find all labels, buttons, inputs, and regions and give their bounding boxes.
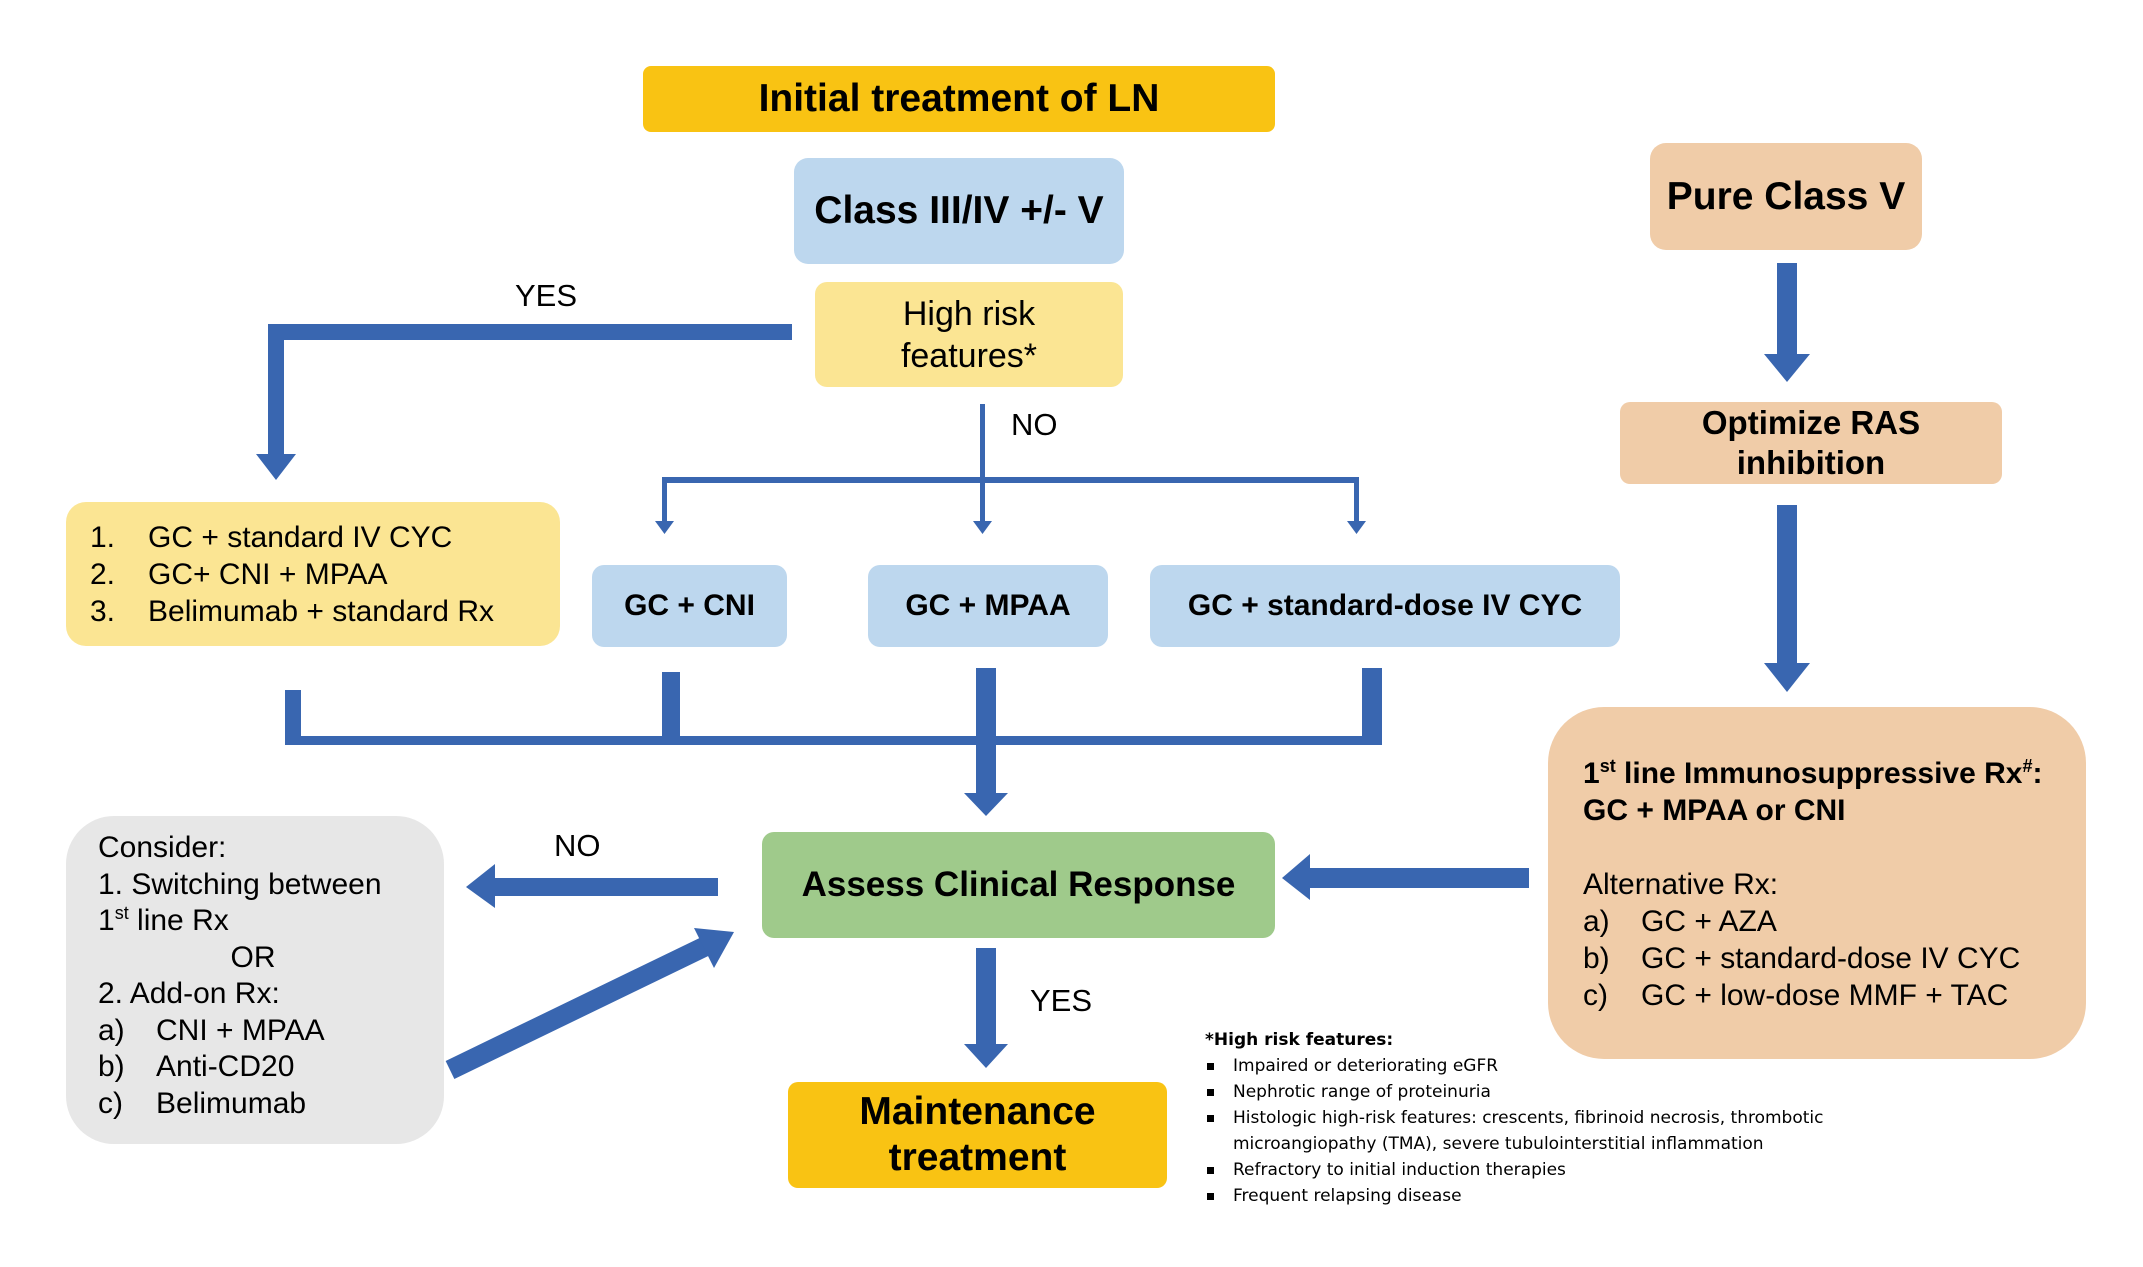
consider-switch-1: 1. Switching between	[98, 867, 382, 901]
purev-to-ras-head	[1764, 354, 1810, 382]
first-line-heading: 1st line Immunosuppressive Rx#:	[1583, 756, 2043, 790]
list-item: 3.Belimumab + standard Rx	[90, 594, 494, 628]
no-branch-stem	[980, 404, 985, 529]
first-line-regimen: GC + MPAA or CNI	[1583, 794, 1846, 827]
high-risk-options-box: 1.GC + standard IV CYC 2.GC+ CNI + MPAA …	[66, 502, 560, 646]
list-item: Refractory to initial induction therapie…	[1205, 1157, 1865, 1183]
list-item: a)CNI + MPAA	[98, 1013, 325, 1047]
maintenance-line-1: Maintenance	[859, 1090, 1096, 1133]
pure-class-v-box: Pure Class V	[1650, 143, 1922, 250]
no-label-top: NO	[1011, 407, 1058, 442]
list-item: Nephrotic range of proteinuria	[1205, 1079, 1865, 1105]
option-gc-mpaa: GC + MPAA	[868, 565, 1108, 647]
collector-opt3	[1362, 668, 1382, 742]
yes-branch-vertical	[268, 324, 284, 458]
consider-addon: 2. Add-on Rx:	[98, 977, 280, 1010]
no-branch-head-3	[1347, 521, 1366, 534]
no-to-consider-shaft	[495, 878, 718, 896]
purev-to-ras-shaft	[1777, 263, 1797, 357]
collector-horizontal	[285, 736, 1382, 745]
yes-label-top: YES	[515, 278, 578, 313]
collector-opt2	[976, 668, 996, 742]
list-item: Frequent relapsing disease	[1205, 1183, 1865, 1209]
list-item: 2.GC+ CNI + MPAA	[90, 557, 388, 591]
alternative-heading: Alternative Rx:	[1583, 868, 1779, 901]
consider-or: OR	[230, 940, 276, 974]
high-risk-footnote: *High risk features: Impaired or deterio…	[1205, 1027, 1865, 1209]
first-line-box: 1st line Immunosuppressive Rx#: GC + MPA…	[1548, 707, 2086, 1059]
assess-to-maint-shaft	[976, 948, 996, 1048]
maintenance-line-2: treatment	[888, 1136, 1067, 1179]
list-item: b)Anti-CD20	[98, 1050, 295, 1083]
list-item: c)Belimumab	[98, 1086, 307, 1120]
consider-box: Consider: 1. Switching between 1st line …	[66, 816, 444, 1144]
consider-heading: Consider:	[98, 831, 227, 864]
no-branch-head-2	[973, 521, 992, 534]
consider-to-assess-head	[694, 928, 734, 968]
optimize-ras-line-2: inhibition	[1736, 444, 1886, 481]
optimize-ras-line-1: Optimize RAS	[1701, 404, 1921, 441]
optimize-ras-box: Optimize RAS inhibition	[1620, 402, 2002, 484]
firstline-to-assess-shaft	[1308, 868, 1529, 888]
yes-branch-arrowhead	[256, 454, 296, 480]
list-item: c)GC + low-dose MMF + TAC	[1583, 979, 2009, 1012]
list-item: Impaired or deteriorating eGFR	[1205, 1053, 1865, 1079]
yes-branch-horizontal	[268, 324, 792, 340]
option-gc-iv-cyc: GC + standard-dose IV CYC	[1150, 565, 1620, 647]
maintenance-box: Maintenance treatment	[788, 1082, 1167, 1188]
high-risk-box: High risk features*	[815, 282, 1123, 387]
collector-down	[976, 745, 996, 795]
assess-response-box: Assess Clinical Response	[762, 832, 1275, 938]
collector-arrowhead	[964, 793, 1008, 816]
option-gc-cni: GC + CNI	[592, 565, 787, 647]
high-risk-line-1: High risk	[902, 294, 1036, 333]
assess-response-text: Assess Clinical Response	[801, 865, 1236, 904]
high-risk-line-2: features*	[900, 336, 1038, 375]
no-to-consider-head	[466, 864, 495, 908]
assess-to-maint-head	[964, 1044, 1008, 1068]
list-item: 1.GC + standard IV CYC	[90, 520, 453, 554]
list-item: Histologic high-risk features: crescents…	[1205, 1105, 1865, 1157]
no-branch-drop-1	[662, 477, 667, 525]
pure-class-v-text: Pure Class V	[1666, 174, 1906, 218]
consider-to-assess-shaft	[445, 937, 711, 1079]
class-iv-text: Class III/IV +/- V	[814, 189, 1104, 232]
footnote-title: *High risk features:	[1205, 1030, 1394, 1050]
footnote-list: Impaired or deteriorating eGFR Nephrotic…	[1205, 1053, 1865, 1209]
no-branch-head-1	[655, 521, 674, 534]
firstline-to-assess-head	[1282, 854, 1310, 900]
no-branch-distributor	[662, 477, 1359, 483]
ras-to-firstline-head	[1764, 663, 1810, 692]
no-label-left: NO	[554, 828, 601, 863]
ras-to-firstline-shaft	[1777, 505, 1797, 665]
collector-left	[285, 690, 301, 742]
collector-opt1	[662, 672, 680, 742]
consider-switch-2: 1st line Rx	[98, 903, 229, 937]
list-item: a)GC + AZA	[1583, 905, 1777, 938]
yes-label-bottom: YES	[1030, 983, 1093, 1018]
no-branch-drop-3	[1354, 477, 1359, 525]
title-box: Initial treatment of LN	[643, 66, 1275, 132]
title-text: Initial treatment of LN	[758, 77, 1160, 120]
list-item: b)GC + standard-dose IV CYC	[1583, 942, 2021, 975]
high-risk-options-list: 1.GC + standard IV CYC 2.GC+ CNI + MPAA …	[90, 519, 494, 630]
class-iv-box: Class III/IV +/- V	[794, 158, 1124, 264]
